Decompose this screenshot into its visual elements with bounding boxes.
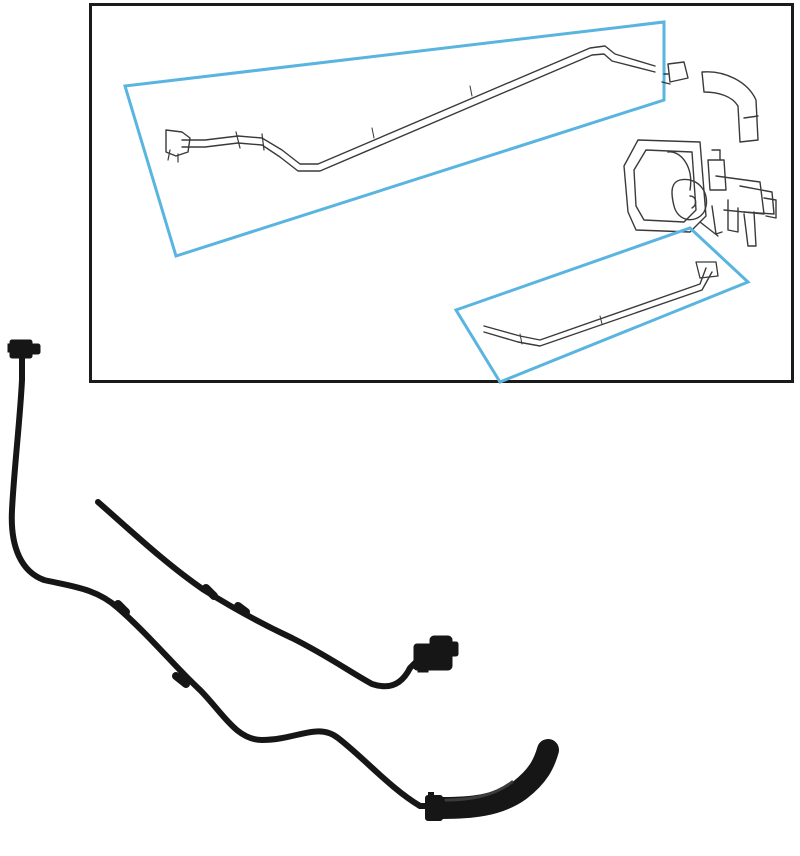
diagram-frame [89,3,794,383]
elbow-hose-drawing [661,61,759,143]
upper-hose-drawing [165,45,656,172]
lower-vent-hose [95,499,423,690]
lower-hose-connector [413,635,459,673]
evap-canister-drawing [623,139,777,247]
lower-highlight-outline [453,226,751,384]
upper-hose-connector [7,339,41,359]
upper-vent-hose [8,349,559,821]
lower-hose-drawing [483,261,719,347]
upper-highlight-outline [123,20,666,258]
